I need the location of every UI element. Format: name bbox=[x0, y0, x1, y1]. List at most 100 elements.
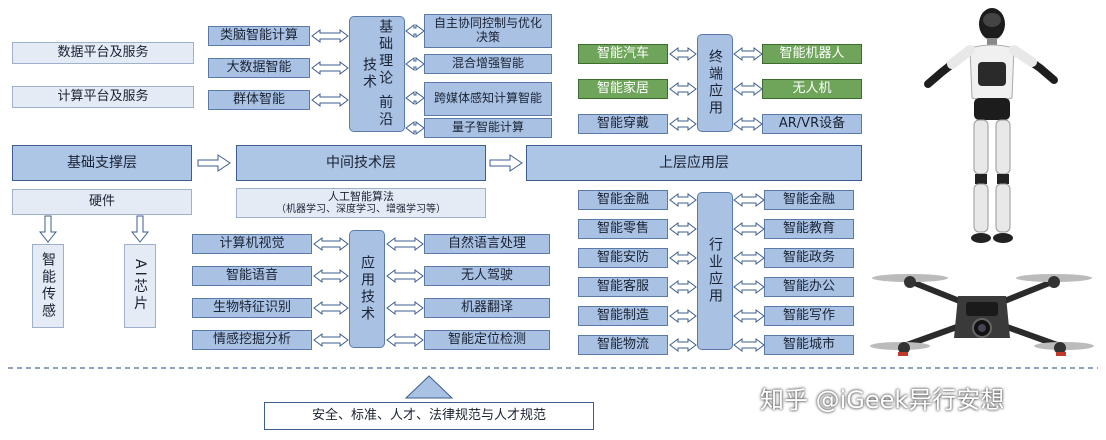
frontier-left-item-label: 大数据智能 bbox=[226, 59, 292, 75]
double-arrow-icon bbox=[733, 251, 765, 265]
double-arrow-icon bbox=[669, 338, 697, 352]
industry-left-item: 智能制造 bbox=[578, 306, 668, 326]
industry-right-item: 智能金融 bbox=[764, 190, 854, 210]
industry-right-item-label: 智能教育 bbox=[782, 220, 835, 236]
double-arrow-icon bbox=[313, 301, 349, 315]
app-tech-left-item-label: 情感挖掘分析 bbox=[212, 331, 291, 347]
app-tech-right-item: 自然语言处理 bbox=[424, 234, 550, 254]
app-tech-right-item-label: 智能定位检测 bbox=[447, 331, 526, 347]
frontier-right-item-label: 量子智能计算 bbox=[451, 120, 524, 135]
double-arrow-icon bbox=[386, 269, 424, 283]
double-arrow-icon bbox=[669, 309, 697, 323]
industry-center-label: 行业应用 bbox=[707, 237, 724, 305]
frontier-right-item: 混合增强智能 bbox=[424, 54, 552, 74]
terminal-right-item: 智能机器人 bbox=[762, 44, 862, 64]
right-arrow-icon bbox=[489, 154, 523, 172]
industry-left-item: 智能物流 bbox=[578, 335, 668, 355]
double-arrow-icon bbox=[669, 251, 697, 265]
double-arrow-icon bbox=[386, 333, 424, 347]
terminal-right-item-label: 智能机器人 bbox=[779, 45, 845, 61]
terminal-right-item-label: 无人机 bbox=[792, 80, 832, 96]
double-arrow-icon bbox=[313, 333, 349, 347]
terminal-left-item-label: 智能家居 bbox=[596, 80, 649, 96]
industry-left-item-label: 智能物流 bbox=[596, 336, 649, 352]
industry-left-item: 智能客服 bbox=[578, 277, 668, 297]
app-tech-right-item: 智能定位检测 bbox=[424, 330, 550, 350]
double-arrow-icon bbox=[405, 121, 425, 135]
frontier-left-item-label: 类脑智能计算 bbox=[219, 27, 298, 43]
industry-right-item-label: 智能写作 bbox=[782, 307, 835, 323]
double-arrow-icon bbox=[386, 237, 424, 251]
up-triangle-icon bbox=[404, 375, 454, 399]
double-arrow-icon bbox=[669, 117, 697, 131]
watermark-text: 知乎 @iGeek异行安想 bbox=[760, 386, 1005, 414]
double-arrow-icon bbox=[669, 82, 697, 96]
frontier-right-item-label: 自主协同控制与优化决策 bbox=[433, 16, 542, 44]
frontier-left-item: 群体智能 bbox=[208, 90, 310, 110]
industry-right-item: 智能教育 bbox=[764, 219, 854, 239]
data-platform-label: 数据平台及服务 bbox=[57, 44, 149, 60]
frontier-right-item-label: 混合增强智能 bbox=[451, 56, 524, 71]
industry-left-item-label: 智能制造 bbox=[596, 307, 649, 323]
double-arrow-icon bbox=[733, 117, 763, 131]
industry-left-item: 智能零售 bbox=[578, 219, 668, 239]
terminal-left-item-label: 智能穿戴 bbox=[596, 115, 649, 131]
foundation-layer-label: 基础支撑层 bbox=[67, 154, 137, 171]
double-arrow-icon bbox=[669, 222, 697, 236]
middle-layer-label: 中间技术层 bbox=[326, 154, 396, 171]
upper-layer-label: 上层应用层 bbox=[659, 154, 729, 171]
app-tech-right-item: 无人驾驶 bbox=[424, 266, 550, 286]
app-tech-left-item-label: 智能语音 bbox=[225, 267, 278, 283]
ai-chip-label: AI芯片 bbox=[132, 259, 149, 313]
double-arrow-icon bbox=[311, 29, 349, 43]
industry-right-item: 智能政务 bbox=[764, 248, 854, 268]
frontier-right-item: 自主协同控制与优化决策 bbox=[424, 14, 552, 48]
frontier-right-item-label: 跨媒体感知计算智能 bbox=[433, 91, 542, 106]
double-arrow-icon bbox=[311, 61, 349, 75]
compute-platform-box: 计算平台及服务 bbox=[12, 86, 194, 108]
app-tech-right-item-label: 机器翻译 bbox=[460, 299, 513, 315]
hardware-label: 硬件 bbox=[88, 193, 115, 209]
app-tech-left-item-label: 计算机视觉 bbox=[219, 235, 285, 251]
industry-right-item: 智能写作 bbox=[764, 306, 854, 326]
industry-left-item-label: 智能零售 bbox=[596, 220, 649, 236]
double-arrow-icon bbox=[733, 193, 765, 207]
industry-left-item: 智能金融 bbox=[578, 190, 668, 210]
industry-right-item-label: 智能金融 bbox=[782, 191, 835, 207]
app-tech-left-item: 智能语音 bbox=[192, 266, 312, 286]
double-arrow-icon bbox=[733, 338, 765, 352]
base-support-box: 安全、标准、人才、法律规范与人才规范 bbox=[264, 402, 594, 430]
data-platform-box: 数据平台及服务 bbox=[12, 42, 194, 64]
industry-left-item-label: 智能安防 bbox=[596, 249, 649, 265]
frontier-left-item: 类脑智能计算 bbox=[208, 26, 310, 46]
drone-illustration bbox=[870, 274, 1094, 356]
terminal-left-item: 智能汽车 bbox=[578, 44, 668, 64]
base-support-label: 安全、标准、人才、法律规范与人才规范 bbox=[311, 407, 546, 423]
industry-center-box: 行业应用 bbox=[697, 192, 733, 350]
terminal-center-label: 终端应用 bbox=[707, 49, 724, 117]
frontier-right-item: 量子智能计算 bbox=[424, 118, 552, 138]
frontier-left-item: 大数据智能 bbox=[208, 58, 310, 78]
frontier-left-item-label: 群体智能 bbox=[232, 91, 285, 107]
app-tech-right-item-label: 自然语言处理 bbox=[447, 235, 526, 251]
terminal-right-item: AR/VR设备 bbox=[762, 114, 862, 134]
upper-layer-box: 上层应用层 bbox=[526, 145, 862, 181]
double-arrow-icon bbox=[311, 93, 349, 107]
industry-left-item-label: 智能金融 bbox=[596, 191, 649, 207]
frontier-center-box: 基础理论 前沿技术 bbox=[349, 16, 405, 132]
down-arrow-icon bbox=[130, 215, 150, 243]
app-tech-left-item: 生物特征识别 bbox=[192, 298, 312, 318]
app-tech-right-item: 机器翻译 bbox=[424, 298, 550, 318]
right-arrow-icon bbox=[197, 154, 231, 172]
frontier-center-label: 基础理论 前沿技术 bbox=[361, 19, 394, 129]
double-arrow-icon bbox=[405, 57, 425, 71]
terminal-right-item-label: AR/VR设备 bbox=[778, 115, 846, 131]
app-tech-center-label: 应用技术 bbox=[359, 255, 376, 323]
smart-sensing-label: 智能传感 bbox=[40, 252, 57, 320]
double-arrow-icon bbox=[669, 193, 697, 207]
ai-algorithm-box: 人工智能算法 （机器学习、深度学习、增强学习等） bbox=[236, 188, 486, 218]
industry-left-item-label: 智能客服 bbox=[596, 278, 649, 294]
app-tech-left-item: 计算机视觉 bbox=[192, 234, 312, 254]
terminal-left-item-label: 智能汽车 bbox=[596, 45, 649, 61]
compute-platform-label: 计算平台及服务 bbox=[57, 88, 149, 104]
